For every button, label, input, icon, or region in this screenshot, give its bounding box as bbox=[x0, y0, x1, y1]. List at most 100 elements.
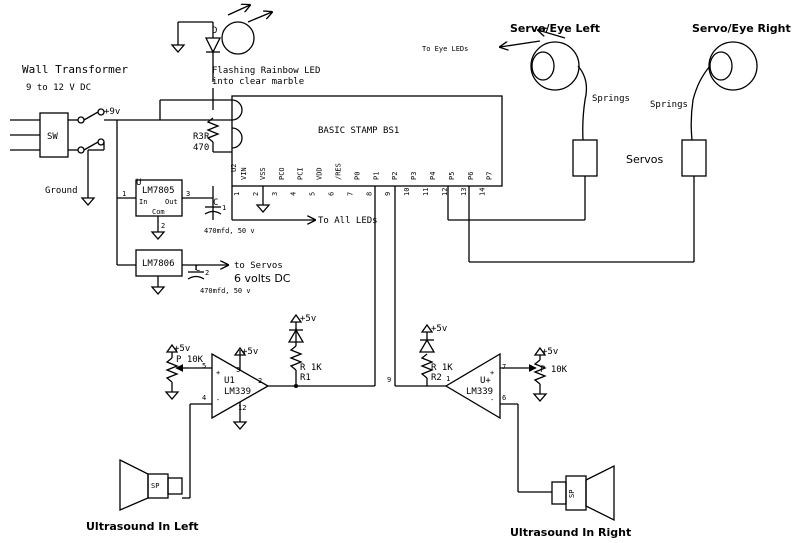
stamp-pin-number: 8 bbox=[365, 192, 373, 196]
u-right-part: LM339 bbox=[466, 387, 493, 397]
u1-part: LM339 bbox=[224, 387, 251, 397]
servos-label: Servos bbox=[626, 153, 664, 166]
u-opamp-right bbox=[444, 352, 501, 420]
u1-pin3: 3 bbox=[236, 366, 240, 374]
servo-left-body bbox=[572, 139, 598, 177]
switch-label: SW bbox=[47, 132, 58, 142]
r1-label: R1 bbox=[300, 373, 311, 383]
pot-left-label: P 10K bbox=[176, 355, 204, 365]
stamp-pin-number: 1 bbox=[233, 192, 241, 196]
pot-right-label: P 10K bbox=[540, 365, 568, 375]
stamp-pin-label: PCI bbox=[297, 167, 305, 180]
ultrasound-left-label: Ultrasound In Left bbox=[86, 520, 199, 533]
reg-com-label: Com bbox=[152, 208, 165, 216]
stamp-pin-label: VIN bbox=[240, 167, 248, 180]
stamp-pin-label: VDD bbox=[316, 167, 324, 180]
r3-label: R3 bbox=[193, 132, 204, 142]
to-eye-leds-label: To Eye LEDs bbox=[422, 45, 468, 53]
basic-stamp: BASIC STAMP BS1 U2 VIN1VSS2PCO3PCI4VDD5/… bbox=[230, 95, 503, 196]
wall-transformer-section: Wall Transformer 9 to 12 V DC SW +9v Gro… bbox=[10, 63, 232, 206]
resistor-r3: R3 R 470 bbox=[193, 88, 232, 153]
stamp-pin-label: P3 bbox=[410, 172, 418, 180]
stamp-pin-label: P0 bbox=[353, 172, 361, 180]
led-desc-line1: Flashing Rainbow LED bbox=[212, 66, 320, 76]
stamp-pin-label: P5 bbox=[448, 172, 456, 180]
wall-transformer-label: Wall Transformer bbox=[22, 63, 128, 76]
u1-pin12: 12 bbox=[238, 404, 246, 412]
u-right-pin1: 1 bbox=[446, 375, 450, 383]
stamp-pin-label: P6 bbox=[467, 172, 475, 180]
speaker-left-label: SP bbox=[151, 482, 159, 490]
u-right-pin7: 7 bbox=[502, 363, 506, 371]
speaker-right-label: SP bbox=[568, 490, 576, 498]
stamp-pin-number: 13 bbox=[460, 188, 468, 196]
led-desc-line2: into clear marble bbox=[212, 77, 304, 87]
capacitor-c2: C 2 470mfd, 50 v to Servos 6 volts DC bbox=[187, 261, 291, 295]
servo-left-label: Servo/Eye Left bbox=[510, 22, 600, 35]
stamp-pin-label: PCO bbox=[278, 167, 286, 180]
stamp-pin-label: P1 bbox=[372, 172, 380, 180]
to-servos-label: to Servos bbox=[234, 261, 283, 271]
pot-left-plus5: +5v bbox=[174, 344, 190, 354]
r1-plus5: +5v bbox=[300, 314, 316, 324]
reg-pin1: 1 bbox=[122, 190, 126, 198]
u-mark: U bbox=[136, 178, 141, 188]
stamp-pin-number: 5 bbox=[309, 192, 317, 196]
stamp-pin-number: 6 bbox=[328, 192, 336, 196]
stamp-pin-number: 12 bbox=[441, 188, 449, 196]
switch[interactable] bbox=[39, 112, 69, 158]
u-right-minus: - bbox=[490, 396, 494, 404]
c2-label: C bbox=[195, 264, 200, 274]
r2-value: R 1K bbox=[431, 363, 453, 373]
stamp-pin-number: 14 bbox=[479, 188, 487, 196]
basic-stamp-label: BASIC STAMP BS1 bbox=[318, 126, 399, 136]
stamp-pin-label: P4 bbox=[429, 172, 437, 180]
right-comparator: + - U+ LM339 7 6 1 +5v P 10K 9 R 1K R2 +… bbox=[387, 186, 568, 493]
r3-r: R bbox=[204, 132, 210, 142]
r2-label: R2 bbox=[431, 373, 442, 383]
c2-value: 470mfd, 50 v bbox=[200, 287, 251, 295]
stamp-pin-number: 4 bbox=[290, 192, 298, 196]
lm7805-regulator: U LM7805 In Out Com 1 3 2 bbox=[116, 120, 214, 265]
stamp-pin-number: 7 bbox=[346, 192, 354, 196]
u1-minus: - bbox=[216, 396, 220, 404]
u1-label: U1 bbox=[224, 376, 235, 386]
stamp-pin-label: P7 bbox=[486, 172, 494, 180]
r2-plus5: +5v bbox=[431, 324, 447, 334]
stamp-pin-label: /RES bbox=[335, 163, 343, 180]
six-volts-label: 6 volts DC bbox=[234, 272, 291, 285]
led-d-label: D bbox=[212, 26, 217, 36]
c1-num: 1 bbox=[222, 204, 226, 212]
u1-plus5: +5v bbox=[242, 347, 258, 357]
voltage-range-label: 9 to 12 V DC bbox=[26, 83, 91, 93]
r3-value: 470 bbox=[193, 143, 209, 153]
basic-stamp-body bbox=[231, 95, 503, 187]
u-right-pin9: 9 bbox=[387, 376, 391, 384]
capacitor-c1: C 1 470mfd, 50 v To All LEDs bbox=[204, 186, 378, 235]
plus9-label: +9v bbox=[104, 107, 120, 117]
c1-value: 470mfd, 50 v bbox=[204, 227, 255, 235]
stamp-pin-number: 11 bbox=[422, 188, 430, 196]
springs-left-label: Springs bbox=[592, 94, 630, 104]
stamp-pin-number: 10 bbox=[403, 188, 411, 196]
stamp-pin-number: 2 bbox=[252, 192, 260, 196]
stamp-pin-group: VIN1VSS2PCO3PCI4VDD5/RES6P07P18P29P310P4… bbox=[233, 163, 494, 196]
left-comparator: + - U1 LM339 5 4 3 2 12 +5v +5v P 10K bbox=[164, 186, 376, 499]
servo-eye-left: Servo/Eye Left To Eye LEDs Springs bbox=[422, 22, 630, 221]
marble-circle bbox=[221, 21, 255, 55]
u1-pin4: 4 bbox=[202, 394, 206, 402]
stamp-pin-label: VSS bbox=[259, 167, 267, 180]
stamp-pin-number: 9 bbox=[384, 192, 392, 196]
u-right-label: U+ bbox=[480, 376, 491, 386]
lm7806-regulator: LM7806 bbox=[117, 249, 228, 295]
stamp-pin-number: 3 bbox=[271, 192, 279, 196]
ground-symbol bbox=[80, 197, 96, 206]
to-all-leds-label: To All LEDs bbox=[318, 216, 378, 226]
u1-plus: + bbox=[216, 369, 220, 377]
pot-right-plus5: +5v bbox=[542, 347, 558, 357]
ground-label: Ground bbox=[45, 186, 78, 196]
u1-pin2: 2 bbox=[258, 377, 262, 385]
servo-eye-right: Servo/Eye Right Springs Servos bbox=[468, 22, 791, 263]
u-right-plus: + bbox=[490, 369, 494, 377]
lm7806-label: LM7806 bbox=[142, 259, 175, 269]
